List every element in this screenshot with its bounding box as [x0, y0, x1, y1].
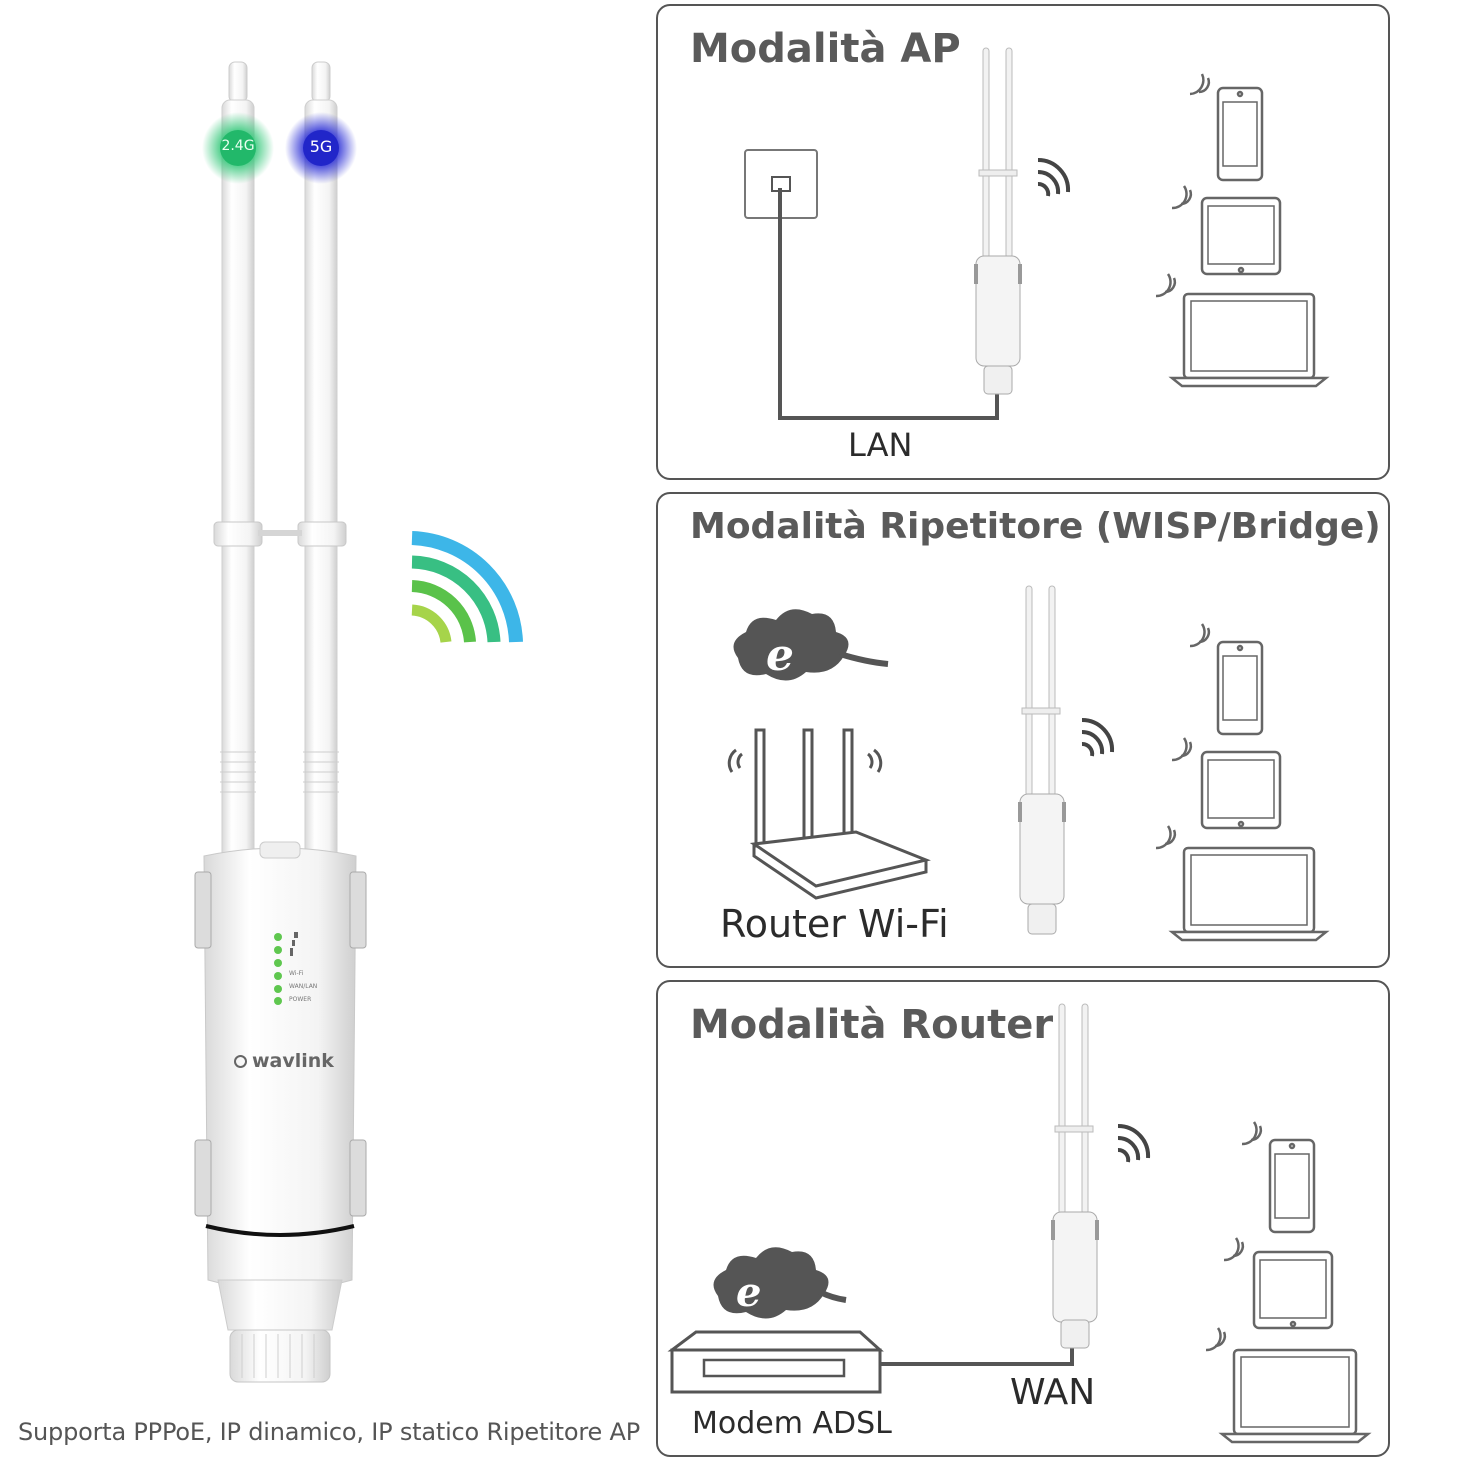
small-ap-icon [1018, 585, 1066, 935]
lan-cable [778, 188, 999, 420]
wifi-signal-icon [1037, 157, 1071, 197]
modem-adsl-label: Modem ADSL [692, 1406, 892, 1441]
outdoor-access-point [194, 61, 367, 1383]
tablet-icon [1171, 737, 1282, 830]
ap-mode-diagram [744, 47, 1330, 420]
small-ap-icon [974, 47, 1022, 395]
repeater-mode-diagram: e [727, 585, 1330, 942]
router-wifi-label: Router Wi-Fi [720, 902, 949, 946]
internet-cloud-icon: e [713, 1247, 847, 1319]
status-leds [274, 933, 282, 1005]
wifi-signal-icon [411, 531, 523, 643]
panel-ap-title: Modalità AP [690, 26, 961, 72]
svg-text:e: e [766, 630, 794, 681]
wan-cable [880, 1346, 1074, 1366]
laptop-icon [1155, 825, 1330, 942]
phone-icon [1241, 1121, 1316, 1234]
small-ap-icon [1051, 1003, 1099, 1349]
band-24g-label: 2.4G [221, 138, 255, 154]
phone-icon [1189, 73, 1264, 182]
device-body [194, 841, 367, 1383]
wan-label: WAN [1010, 1372, 1096, 1413]
lan-label: LAN [848, 426, 913, 464]
laptop-icon [1155, 273, 1330, 388]
router-icon [727, 728, 931, 900]
feature-caption: Supporta PPPoE, IP dinamico, IP statico … [18, 1418, 640, 1446]
signal-bars-icon [290, 932, 298, 956]
brand-name: wavlink [252, 1050, 334, 1072]
led-label-power: POWER [289, 996, 312, 1003]
laptop-icon [1205, 1327, 1372, 1444]
modem-icon [667, 1330, 884, 1394]
phone-icon [1189, 623, 1264, 736]
wifi-signal-icon [1081, 717, 1115, 757]
led-label-wifi: Wi-Fi [289, 970, 304, 977]
internet-cloud-icon: e [733, 609, 889, 681]
panel-repeater-title: Modalità Ripetitore (WISP/Bridge) [690, 506, 1381, 547]
wifi-signal-icon [1117, 1123, 1151, 1163]
wall-socket-icon [744, 149, 818, 219]
antenna-right [297, 61, 347, 861]
antenna-left [213, 61, 263, 861]
tablet-icon [1223, 1237, 1334, 1330]
led-label-wan-lan: WAN/LAN [289, 983, 318, 990]
band-5g-label: 5G [309, 137, 333, 156]
brand-logo: wavlink [234, 1050, 334, 1072]
panel-router-title: Modalità Router [690, 1002, 1054, 1048]
tablet-icon [1171, 185, 1282, 276]
router-mode-diagram: e [667, 1003, 1372, 1444]
brand-logo-icon [234, 1055, 247, 1068]
svg-text:e: e [736, 1269, 761, 1316]
